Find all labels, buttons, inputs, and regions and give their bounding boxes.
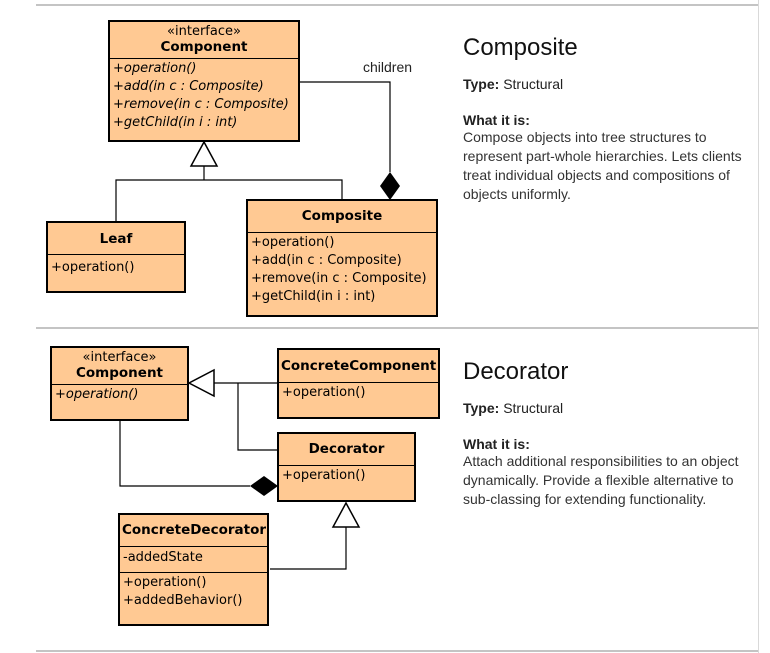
methods-section: +operation() — [48, 255, 184, 278]
field: -addedState — [123, 550, 203, 565]
methods-section: +operation() +add(in c : Composite) +rem… — [248, 233, 436, 307]
right-border — [758, 0, 759, 653]
what-it-is-label: What it is: — [463, 436, 530, 452]
children-association-line — [300, 81, 391, 172]
decorator-description: Decorator Type: Structural What it is: A… — [463, 358, 753, 509]
class-header: «interface» Component — [52, 348, 187, 385]
class-header: Leaf — [48, 223, 184, 255]
class-header: Composite — [248, 201, 436, 233]
decorator-component-class[interactable]: «interface» Component +operation() — [50, 346, 189, 421]
composite-component-class[interactable]: «interface» Component +operation() +add(… — [108, 20, 300, 142]
methods-section: +operation() — [279, 466, 414, 486]
concrete-component-class[interactable]: ConcreteComponent +operation() — [277, 348, 440, 419]
method: +operation() — [282, 385, 366, 400]
decorator-class[interactable]: Decorator +operation() — [277, 432, 416, 502]
class-name: Component — [160, 39, 248, 55]
method: +operation() — [123, 575, 207, 590]
composition-diamond — [380, 172, 400, 200]
class-name: ConcreteComponent — [281, 358, 437, 374]
what-it-is-text: Compose objects into tree structures to … — [463, 129, 742, 202]
pattern-title: Decorator — [463, 358, 569, 385]
top-divider — [36, 4, 758, 6]
methods-section: +operation() +add(in c : Composite) +rem… — [110, 59, 298, 133]
method: +operation() — [55, 387, 139, 402]
class-name: Decorator — [308, 441, 385, 457]
decorator-component-line — [119, 420, 250, 487]
class-header: ConcreteDecorator — [120, 515, 267, 547]
stereotype: «interface» — [82, 350, 157, 365]
decorator-composition-diamond — [250, 476, 278, 496]
methods-section: +operation() +addedBehavior() — [120, 572, 267, 611]
class-name: Component — [75, 365, 164, 381]
fields-section: -addedState — [120, 547, 267, 572]
method: +operation() — [282, 468, 366, 483]
method: +remove(in c : Composite) — [251, 271, 427, 286]
method: +add(in c : Composite) — [251, 253, 402, 268]
method: +getChild(in i : int) — [113, 115, 238, 130]
pattern-type: Type: Structural — [463, 400, 753, 416]
pattern-type: Type: Structural — [463, 76, 753, 92]
bottom-divider — [36, 650, 758, 652]
method: +remove(in c : Composite) — [113, 97, 289, 112]
method: +operation() — [51, 260, 135, 275]
type-value: Structural — [503, 76, 564, 92]
type-value: Structural — [503, 400, 564, 416]
composite-description: Composite Type: Structural What it is: C… — [463, 34, 753, 204]
methods-section: +operation() — [52, 385, 187, 405]
decorator-generalization-line — [237, 383, 277, 451]
what-it-is-text: Attach additional responsibilities to an… — [463, 453, 739, 507]
stereotype: «interface» — [167, 24, 241, 39]
method: +operation() — [113, 61, 197, 76]
children-label: children — [363, 59, 413, 75]
method: +getChild(in i : int) — [251, 289, 376, 304]
leaf-class[interactable]: Leaf +operation() — [46, 221, 186, 293]
generalization-arrowhead — [189, 140, 219, 167]
class-name: ConcreteDecorator — [122, 522, 267, 538]
type-label: Type: — [463, 76, 500, 92]
class-name: Leaf — [99, 231, 133, 247]
composite-class[interactable]: Composite +operation() +add(in c : Compo… — [246, 199, 438, 317]
class-name: Composite — [301, 208, 383, 224]
pattern-title: Composite — [463, 34, 578, 61]
leaf-generalization-line — [115, 179, 343, 221]
what-it-is-label: What it is: — [463, 112, 530, 128]
middle-divider — [36, 327, 758, 329]
concrete-decorator-class[interactable]: ConcreteDecorator -addedState +operation… — [118, 513, 269, 626]
decorator-generalization-arrowhead — [331, 501, 361, 528]
method: +operation() — [251, 235, 335, 250]
class-header: ConcreteComponent — [279, 350, 438, 383]
method: +add(in c : Composite) — [113, 79, 264, 94]
method: +addedBehavior() — [123, 593, 243, 608]
class-header: Decorator — [279, 434, 414, 466]
methods-section: +operation() — [279, 383, 438, 403]
class-header: «interface» Component — [110, 22, 298, 59]
concretedecorator-generalization-line — [270, 527, 347, 570]
component-generalization-arrowhead — [187, 368, 215, 398]
type-label: Type: — [463, 400, 500, 416]
